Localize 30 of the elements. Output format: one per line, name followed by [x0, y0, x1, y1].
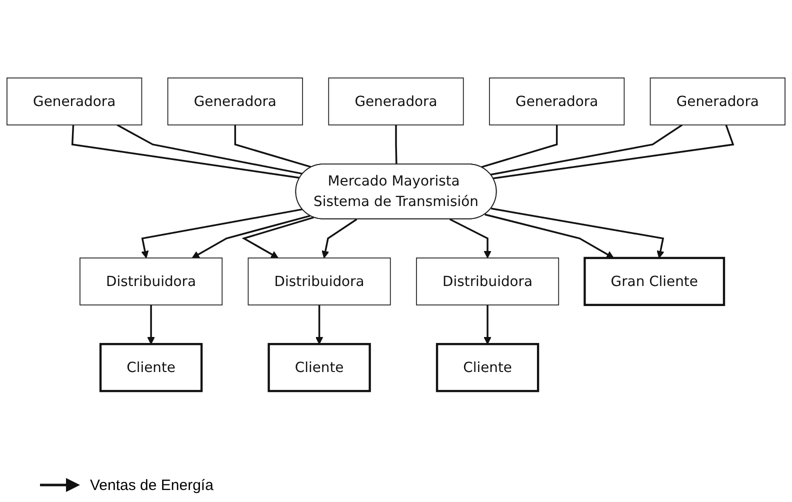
node-box: Generadora: [6, 77, 142, 125]
arrow: [484, 213, 614, 258]
arrow: [322, 218, 358, 258]
arrow: [449, 218, 492, 258]
arrow: [147, 304, 155, 344]
node-box: Cliente: [436, 342, 540, 392]
arrow: [192, 214, 310, 258]
connector: [234, 124, 312, 168]
arrow: [315, 304, 324, 344]
node-box: Generadora: [650, 77, 786, 125]
node-box: Generadora: [489, 77, 625, 125]
arrow: [490, 207, 664, 258]
node-box: Cliente: [268, 342, 371, 392]
arrow: [484, 304, 492, 344]
connector: [395, 124, 398, 164]
node-box: Distribuidora: [80, 257, 223, 305]
node-box: Generadora: [328, 77, 464, 125]
node-box: Generadora: [167, 77, 303, 125]
connector: [493, 124, 734, 179]
arrow: [141, 208, 303, 258]
connector: [116, 124, 304, 174]
node-box: Distribuidora: [416, 257, 560, 305]
node-box: Gran Cliente: [584, 256, 726, 306]
legend-text: Ventas de Energía: [90, 476, 214, 494]
node-box: Cliente: [99, 342, 203, 392]
arrow: [242, 216, 314, 258]
connector: [480, 124, 558, 168]
connector: [490, 124, 683, 175]
node-box: Distribuidora: [248, 257, 391, 305]
connector: [71, 124, 300, 178]
